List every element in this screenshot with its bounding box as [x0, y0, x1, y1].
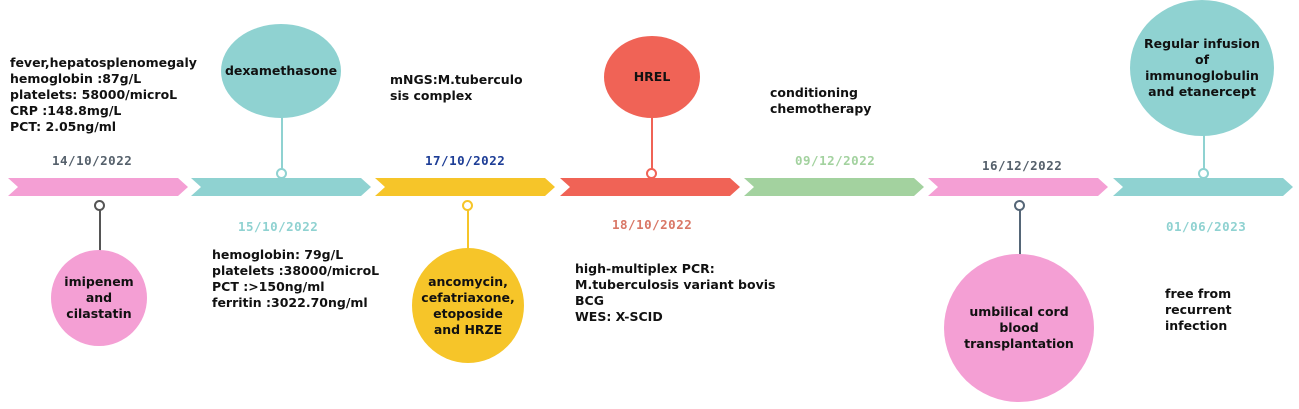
connector-5	[1019, 205, 1021, 257]
connector-dot-4	[646, 168, 657, 179]
date-label-2: 15/10/2022	[238, 219, 319, 234]
note-fever-labs: fever,hepatosplenomegaly hemoglobin :87g…	[10, 55, 197, 134]
date-label-7: 01/06/2023	[1166, 219, 1247, 234]
connector-4	[651, 114, 653, 172]
circle-regular-infusion: Regular infusion of immunoglobulin and e…	[1130, 0, 1274, 136]
timeline-arrow-2	[191, 178, 371, 196]
connector-1	[99, 204, 101, 254]
note-conditioning: conditioning chemotherapy	[770, 85, 872, 116]
circle-hrel: HREL	[604, 36, 700, 118]
connector-dot-5	[1014, 200, 1025, 211]
timeline-arrow-5	[744, 178, 924, 196]
note-labs-15oct: hemoglobin: 79g/L platelets :38000/micro…	[212, 247, 380, 310]
note-mngs: mNGS:M.tuberculo sis complex	[390, 72, 523, 103]
date-label-3: 17/10/2022	[425, 153, 506, 168]
timeline-arrow-1	[8, 178, 188, 196]
date-label-4: 18/10/2022	[612, 217, 693, 232]
connector-2	[281, 112, 283, 172]
timeline-arrow-3	[375, 178, 555, 196]
timeline-arrow-7	[1113, 178, 1293, 196]
circle-antibiotics: ancomycin, cefatriaxone, etoposide and H…	[412, 248, 524, 363]
connector-dot-2	[276, 168, 287, 179]
timeline-arrow-6	[928, 178, 1108, 196]
connector-dot-3	[462, 200, 473, 211]
note-pcr-wes: high-multiplex PCR: M.tuberculosis varia…	[575, 261, 776, 324]
circle-imipenem: imipenem and cilastatin	[51, 250, 147, 346]
date-label-1: 14/10/2022	[52, 153, 133, 168]
connector-dot-6	[1198, 168, 1209, 179]
connector-6	[1203, 132, 1205, 172]
circle-dexamethasone: dexamethasone	[221, 24, 341, 118]
connector-dot-1	[94, 200, 105, 211]
date-label-5: 09/12/2022	[795, 153, 876, 168]
connector-3	[467, 205, 469, 252]
circle-cord-blood: umbilical cord blood transplantation	[944, 254, 1094, 402]
note-outcome: free from recurrent infection	[1165, 286, 1232, 333]
date-label-6: 16/12/2022	[982, 158, 1063, 173]
timeline-arrow-4	[560, 178, 740, 196]
